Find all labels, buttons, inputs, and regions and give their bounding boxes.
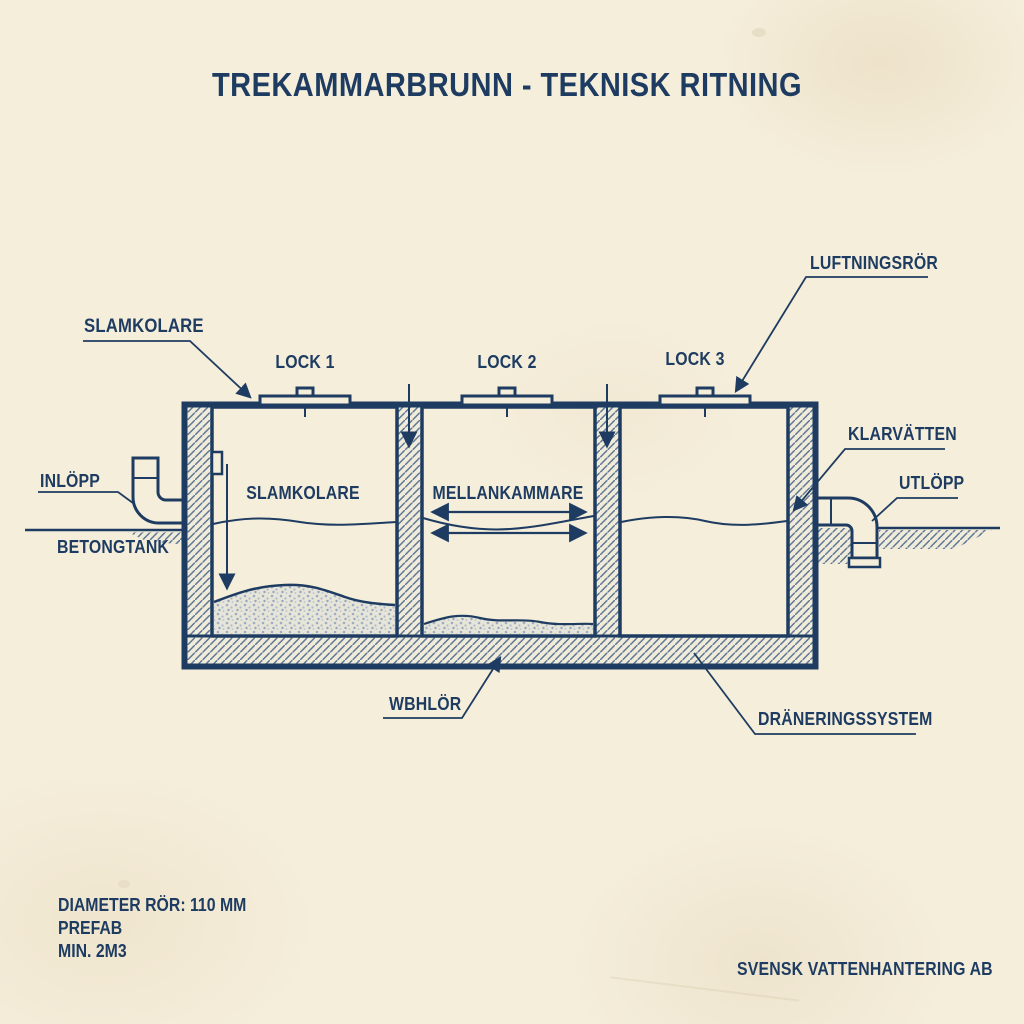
label-lock-2: LOCK 2 — [477, 352, 537, 372]
callout-klarvatten: KLARVÄTTEN — [848, 424, 957, 444]
callout-betongtank: BETONGTANK — [57, 537, 170, 557]
soil-hatch-right — [879, 530, 992, 549]
sludge-top-edge-1 — [213, 583, 396, 607]
water-line-chamber-1 — [212, 517, 397, 526]
sludge-top-edge-2 — [423, 614, 594, 626]
lid-2-handle — [497, 386, 517, 398]
soil-hatch-left — [128, 532, 186, 545]
company-name: SVENSK VATTENHANTERING AB — [737, 959, 993, 979]
inlet-pipe-elbow — [131, 456, 188, 525]
tank-bottom-slab — [184, 634, 816, 667]
leader-klarvatten — [792, 448, 945, 512]
sludge-chamber-1 — [214, 584, 395, 634]
soil-hatch-under-outlet — [817, 528, 852, 564]
callout-utlopp: UTLÖPP — [899, 473, 965, 493]
callout-luftningsror: LUFTNINGSRÖR — [810, 253, 938, 273]
label-lock-1: LOCK 1 — [275, 352, 335, 372]
spec-prefab: PREFAB — [58, 918, 123, 938]
chamber-2 — [420, 405, 597, 638]
sludge-chamber-2 — [424, 615, 593, 634]
leader-utlopp — [871, 497, 958, 522]
spec-block: DIAMETER RÖR: 110 MM PREFAB MIN. 2M3 — [58, 894, 246, 963]
drawing-title: TREKAMMARBRUNN - TEKNISK RITNING — [211, 66, 803, 103]
spec-diameter: DIAMETER RÖR: 110 MM — [58, 895, 247, 915]
leader-draneringssystem — [693, 652, 916, 735]
lid-1-handle — [295, 386, 315, 398]
callout-inlopp: INLÖPP — [40, 471, 101, 491]
label-chamber-1: SLAMKOLARE — [246, 483, 360, 503]
tank-wall-right — [786, 404, 816, 638]
leader-inlopp — [38, 491, 134, 504]
lid-3-handle — [695, 386, 715, 398]
inlet-baffle — [210, 450, 224, 476]
callout-draneringssystem: DRÄNERINGSSYSTEM — [758, 709, 933, 729]
water-line-chamber-2 — [422, 515, 595, 531]
leader-luftningsror — [734, 276, 928, 393]
lid-3 — [658, 386, 752, 417]
label-chamber-2: MELLANKAMMARE — [432, 483, 584, 503]
label-lock-3: LOCK 3 — [665, 349, 725, 369]
lid-2 — [460, 386, 554, 417]
outlet-pipe-end-flange — [847, 556, 882, 569]
callout-slamkolare: SLAMKOLARE — [84, 316, 204, 337]
water-line-chamber-3 — [620, 516, 788, 526]
leader-bottom-slab — [383, 656, 502, 719]
leader-slamkolare — [83, 340, 252, 399]
callout-bottom-slab: WBHLÖR — [389, 694, 462, 714]
lid-1 — [258, 386, 352, 417]
tank-wall-left — [184, 404, 214, 638]
spec-volume: MIN. 2M3 — [58, 941, 127, 961]
